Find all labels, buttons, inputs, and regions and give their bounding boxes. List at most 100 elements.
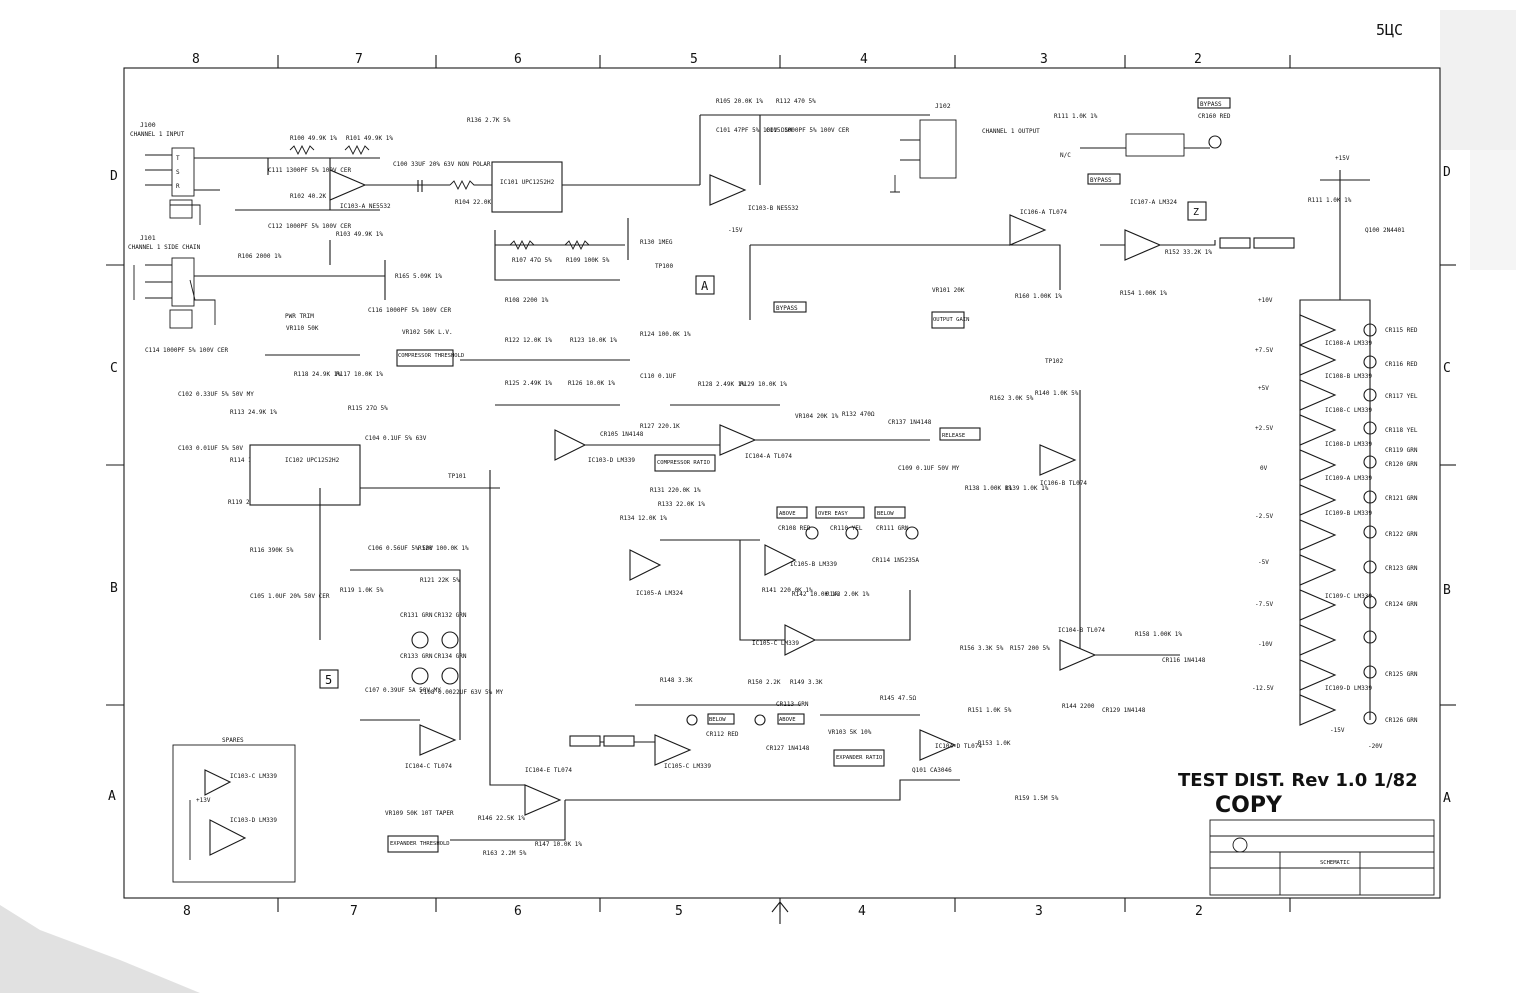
r113-label: R113 24.9K 1% <box>230 409 277 416</box>
pos15-label: +15V <box>1335 155 1350 162</box>
vr109-label: VR109 50K 10T TAPER <box>385 810 454 817</box>
j100-title: J100 <box>140 121 156 129</box>
r156-label: R156 3.3K 5% <box>960 645 1004 652</box>
ic105b-opamp <box>764 544 797 576</box>
r103-label: R103 49.9K 1% <box>336 231 383 238</box>
r121-label: R121 22K 5% <box>420 577 460 584</box>
vr110-out-label: R111 1.0K 1% <box>1308 197 1352 204</box>
ic104d-label: IC104-D TL074 <box>935 743 982 750</box>
grid-bottom-8: 8 <box>183 904 191 919</box>
j102-title: J102 <box>935 102 951 110</box>
db-level-0: +10V <box>1258 297 1273 304</box>
db-level-10: -15V <box>1330 727 1345 734</box>
scan-noise-bottom-left <box>0 905 200 993</box>
r124-label: R124 100.0K 1% <box>640 331 691 338</box>
r144-label: R144 2200 <box>1062 703 1095 710</box>
below-box <box>874 506 906 519</box>
db-level-6: -5V <box>1258 559 1269 566</box>
j101-desc: CHANNEL 1 SIDE CHAIN <box>128 244 201 251</box>
r143-label: R143 2.0K 1% <box>826 591 870 598</box>
grid-bottom: 8 7 6 5 4 3 2 <box>183 898 1291 924</box>
r109-label: R109 100K 5% <box>566 257 610 264</box>
ic105b-label: IC105-B LM339 <box>790 561 837 568</box>
grid-left-C: C <box>110 361 118 376</box>
ic106b-label: IC106-B TL074 <box>1040 480 1087 487</box>
ic109c-label: IC109-C LM339 <box>1325 593 1372 600</box>
ic101-label: IC101 UPC1252H2 <box>500 179 555 186</box>
grid-bottom-6: 6 <box>514 904 522 919</box>
r125-label: R125 2.49K 1% <box>505 380 552 387</box>
c103-label: C103 0.01UF 5% 50V <box>178 445 243 452</box>
compressor-section: C114 1000PF 5% 100V CER PWR TRIM VR110 5… <box>145 307 787 506</box>
ic104e-label: IC104-E TL074 <box>525 767 572 774</box>
cr133-label: CR133 GRN <box>400 653 433 660</box>
spares-box: SPARES IC103-C LM339 IC103-D LM339 <box>172 737 296 883</box>
c116-label: C116 1000PF 5% 100V CER <box>368 307 451 314</box>
ic105c-label-2: IC105-C LM339 <box>664 763 711 770</box>
cr131-label: CR131 GRN <box>400 612 433 619</box>
db-level-4: 0V <box>1260 465 1268 472</box>
above-label: ABOVE <box>779 511 796 517</box>
svg-text:R: R <box>176 183 180 190</box>
r123-label: R123 10.0K 1% <box>570 337 617 344</box>
cr160-label: CR160 RED <box>1198 113 1231 120</box>
r122-label: R122 12.0K 1% <box>505 337 552 344</box>
r129-label: R129 10.0K 1% <box>740 381 787 388</box>
tp101-label: TP101 <box>448 473 466 480</box>
cr117-label: CR117 YEL <box>1385 393 1418 400</box>
vr101-label: VR101 20K <box>932 287 965 294</box>
ic103d-label: IC103-D LM339 <box>588 457 635 464</box>
grid-right-A: A <box>1443 791 1451 806</box>
bypass-label-bottom: BYPASS <box>1090 177 1112 184</box>
mode-leds: ABOVE OVER EASY BELOW CR108 RED CR110 YE… <box>739 506 919 656</box>
r111-label: R111 1.0K 1% <box>1054 113 1098 120</box>
r146-label: R146 22.5K 1% <box>478 815 525 822</box>
cr116-label: CR116 1N4148 <box>1162 657 1206 664</box>
cr132-label: CR132 GRN <box>434 612 467 619</box>
bypass-box-top <box>1197 97 1231 109</box>
bypass-label-top: BYPASS <box>1200 101 1222 108</box>
r158-label: R158 1.00K 1% <box>1135 631 1182 638</box>
q101-label: Q101 CA3046 <box>912 767 952 774</box>
c114-label: C114 1000PF 5% 100V CER <box>145 347 228 354</box>
r106-label: R106 2000 1% <box>238 253 282 260</box>
grid-top-6: 6 <box>514 52 522 67</box>
ic105a-opamp <box>629 549 662 581</box>
over-easy-box <box>815 506 865 519</box>
c104-label: C104 0.1UF 5% 63V <box>365 435 427 442</box>
r147-label: R147 10.0K 1% <box>535 841 582 848</box>
c108-label: C108 0.0022UF 63V 5% MY <box>420 689 503 696</box>
ic103a-label: IC103-A NE5532 <box>340 203 391 210</box>
ic108a-label: IC108-A LM339 <box>1325 340 1372 347</box>
r101-label: R101 49.9K 1% <box>346 135 393 142</box>
r117-label: R117 10.0K 1% <box>336 371 383 378</box>
r136-label: R136 2.7K 5% <box>467 117 511 124</box>
above2-box <box>777 713 805 725</box>
db-level-8: -10V <box>1258 641 1273 648</box>
spares-ic: IC103-D LM339 <box>230 817 277 824</box>
sheet-border <box>123 67 1441 899</box>
ic109d-label: IC109-D LM339 <box>1325 685 1372 692</box>
r152-label: R152 33.2K 1% <box>1165 249 1212 256</box>
output-gain-label: OUTPUT GAIN <box>933 317 969 323</box>
r142-label: R142 10.0K 1% <box>792 591 839 598</box>
ic109a-label: IC109-A LM339 <box>1325 475 1372 482</box>
compressor-ratio-box <box>654 454 716 472</box>
cr112-label: CR112 RED <box>706 731 739 738</box>
below2-box <box>707 713 735 725</box>
r140-label: R140 1.0K 5% <box>1035 390 1079 397</box>
title-block: TEST DIST. Rev 1.0 1/82 COPY SCHEMATIC <box>1178 770 1435 896</box>
cr119-label: CR119 GRN <box>1385 447 1418 454</box>
cr113-label: CR113 GRN <box>776 701 809 708</box>
grid-left-A: A <box>108 789 116 804</box>
vr110-label: VR110 50K <box>286 325 319 332</box>
ladder-comparators <box>1299 314 1337 726</box>
ladder-leds <box>1363 323 1377 725</box>
neg15-label: -15V <box>728 227 743 234</box>
r104-label: R104 22.0K 1% <box>455 199 502 206</box>
db-level-3: +2.5V <box>1255 425 1273 432</box>
tp102-label: TP102 <box>1045 358 1063 365</box>
expander-ratio-box <box>833 749 885 767</box>
ic108b-label: IC108-B LM339 <box>1325 373 1372 380</box>
cr120-label: CR120 GRN <box>1385 461 1418 468</box>
